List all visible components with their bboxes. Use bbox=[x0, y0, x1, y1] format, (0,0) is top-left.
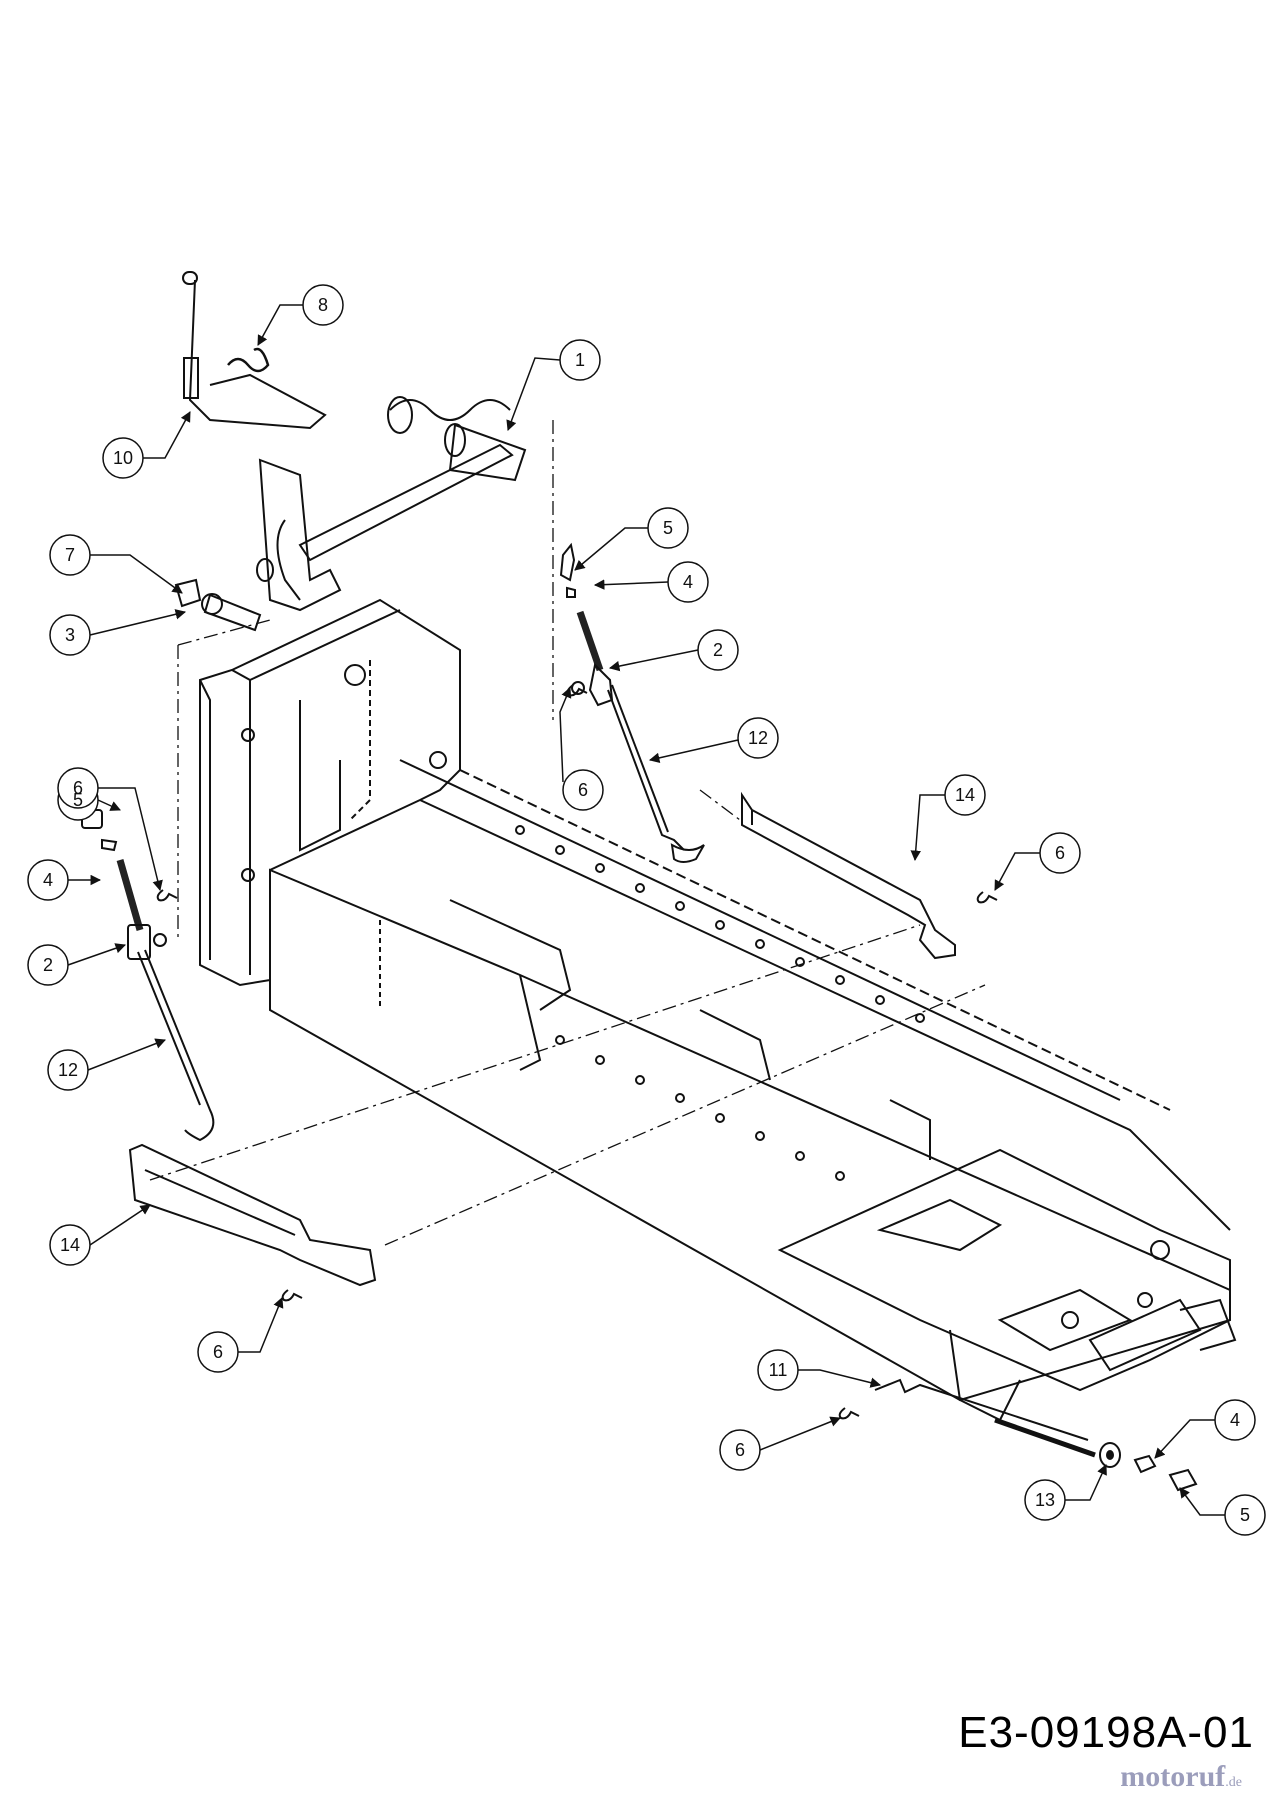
callout-2: 2 bbox=[713, 640, 723, 660]
callout-leaders bbox=[67, 304, 1225, 1516]
assembly-lines bbox=[149, 420, 986, 1246]
callout-3: 3 bbox=[65, 625, 75, 645]
document-code: E3-09198A-01 bbox=[958, 1708, 1254, 1757]
callout-4: 4 bbox=[43, 870, 53, 890]
callout-1: 1 bbox=[575, 350, 585, 370]
watermark-logo: motoruf.de bbox=[1120, 1760, 1242, 1794]
callout-6: 6 bbox=[735, 1440, 745, 1460]
callout-14: 14 bbox=[60, 1235, 80, 1255]
lift-lever-assembly bbox=[174, 271, 527, 632]
callout-6: 6 bbox=[1055, 843, 1065, 863]
callout-12: 12 bbox=[748, 728, 768, 748]
watermark-brand: motoruf bbox=[1120, 1760, 1226, 1793]
callout-6: 6 bbox=[213, 1342, 223, 1362]
callout-bubbles bbox=[27, 284, 1266, 1536]
callout-8: 8 bbox=[318, 295, 328, 315]
callout-11: 11 bbox=[769, 1360, 788, 1380]
callout-12: 12 bbox=[58, 1060, 78, 1080]
callout-5: 5 bbox=[663, 518, 673, 538]
callout-2: 2 bbox=[43, 955, 53, 975]
callout-labels: 1 8 10 7 3 5 4 2 12 6 14 6 5 4 2 6 12 14… bbox=[43, 295, 1250, 1525]
callout-10: 10 bbox=[113, 448, 133, 468]
callout-4: 4 bbox=[683, 572, 693, 592]
side-bracket-left bbox=[128, 1143, 377, 1287]
callout-13: 13 bbox=[1035, 1490, 1055, 1510]
callout-7: 7 bbox=[65, 545, 75, 565]
callout-5: 5 bbox=[1240, 1505, 1250, 1525]
callout-14: 14 bbox=[955, 785, 975, 805]
callout-6: 6 bbox=[578, 780, 588, 800]
watermark-tld: .de bbox=[1225, 1775, 1242, 1790]
adjust-rod-left bbox=[81, 809, 215, 1142]
chassis-frame bbox=[199, 598, 1237, 1422]
callout-6: 6 bbox=[73, 778, 83, 798]
adjust-rod-right bbox=[559, 542, 705, 863]
callout-5: 5 bbox=[73, 790, 83, 810]
callout-4: 4 bbox=[1230, 1410, 1240, 1430]
side-bracket-right bbox=[741, 791, 956, 960]
rear-rod bbox=[874, 1378, 1198, 1492]
